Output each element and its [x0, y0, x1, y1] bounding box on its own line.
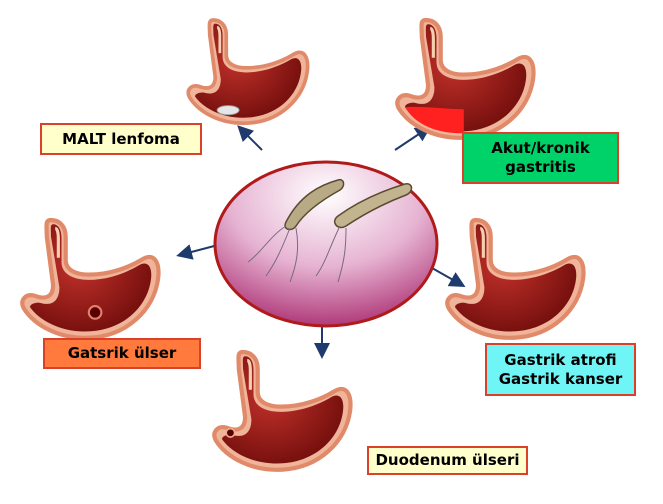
helicobacter-bacteria-icon: [247, 178, 413, 283]
node-duodenum-ulseri: Duodenum ülseri: [367, 446, 528, 475]
stomach-icon: [397, 20, 533, 138]
node-label-line: gastritis: [505, 158, 576, 176]
stomach-icon: [186, 18, 310, 126]
node-gastrik-ulser: Gatsrik ülser: [43, 338, 201, 369]
arrow-to-gastrik-ulser: [176, 244, 219, 260]
stomach-icon: [214, 352, 350, 470]
node-label-line: Akut/kronik: [491, 139, 590, 157]
arrow-to-atrofi: [431, 267, 466, 287]
center-circle: [213, 160, 439, 328]
arrow-to-akut: [394, 125, 432, 151]
node-label-line: Gatsrik ülser: [67, 344, 177, 362]
node-malt-lenfoma: MALT lenfoma: [40, 123, 202, 155]
node-label-line: Gastrik kanser: [498, 369, 623, 388]
node-label-line: Duodenum ülseri: [375, 451, 520, 469]
stomach-icon: [447, 220, 583, 338]
node-label-line: Gastrik atrofi: [504, 350, 617, 369]
stomach-icon: [22, 220, 158, 338]
node-label-line: MALT lenfoma: [62, 129, 180, 148]
arrow-to-malt: [237, 125, 263, 151]
